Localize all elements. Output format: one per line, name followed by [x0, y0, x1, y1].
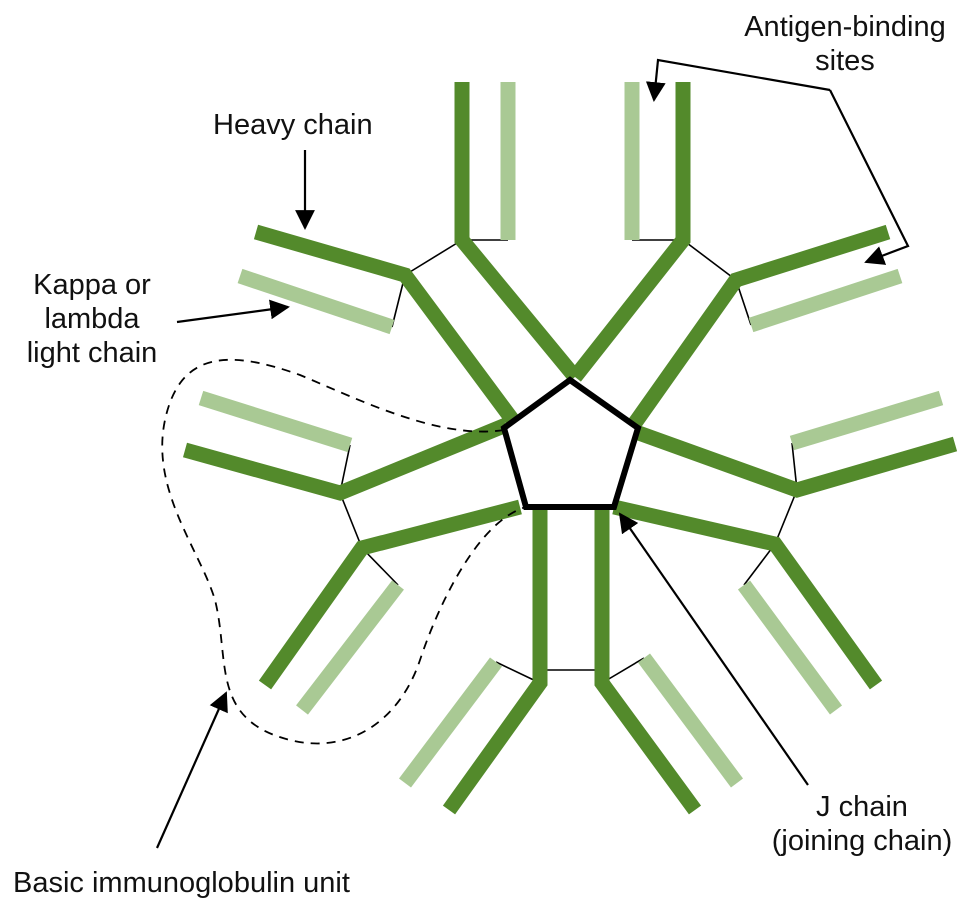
light-chain-arrow — [177, 307, 288, 322]
light-chain-label-line-3: light chain — [10, 336, 174, 370]
j-chain-label-line-2: (joining chain) — [755, 824, 969, 858]
basic-unit-arrow — [157, 693, 226, 848]
antigen-binding-label: Antigen-binding sites — [730, 10, 960, 78]
light-chain-right-upper — [792, 398, 941, 443]
heavy-chain-bottom-left — [449, 508, 540, 810]
heavy-chain-left-upper — [185, 425, 506, 493]
light-chain-upper-left — [240, 276, 392, 327]
antigen-binding-label-line-1: Antigen-binding — [730, 10, 960, 44]
j-chain-label-line-1: J chain — [755, 790, 969, 824]
heavy-chain-label: Heavy chain — [213, 108, 373, 142]
j-chain-label: J chain (joining chain) — [755, 790, 969, 858]
light-chain-label-line-1: Kappa or — [10, 268, 174, 302]
light-chain-label-line-2: lambda — [10, 302, 174, 336]
j-chain-pentagon — [504, 380, 638, 507]
basic-unit-label: Basic immunoglobulin unit — [13, 866, 350, 900]
antigen-binding-label-line-2: sites — [730, 44, 960, 78]
light-chain-upper-right — [751, 276, 900, 325]
heavy-chain-top-left — [462, 82, 575, 377]
light-chain-left-upper — [201, 398, 350, 445]
light-chain-label: Kappa or lambda light chain — [10, 268, 174, 370]
